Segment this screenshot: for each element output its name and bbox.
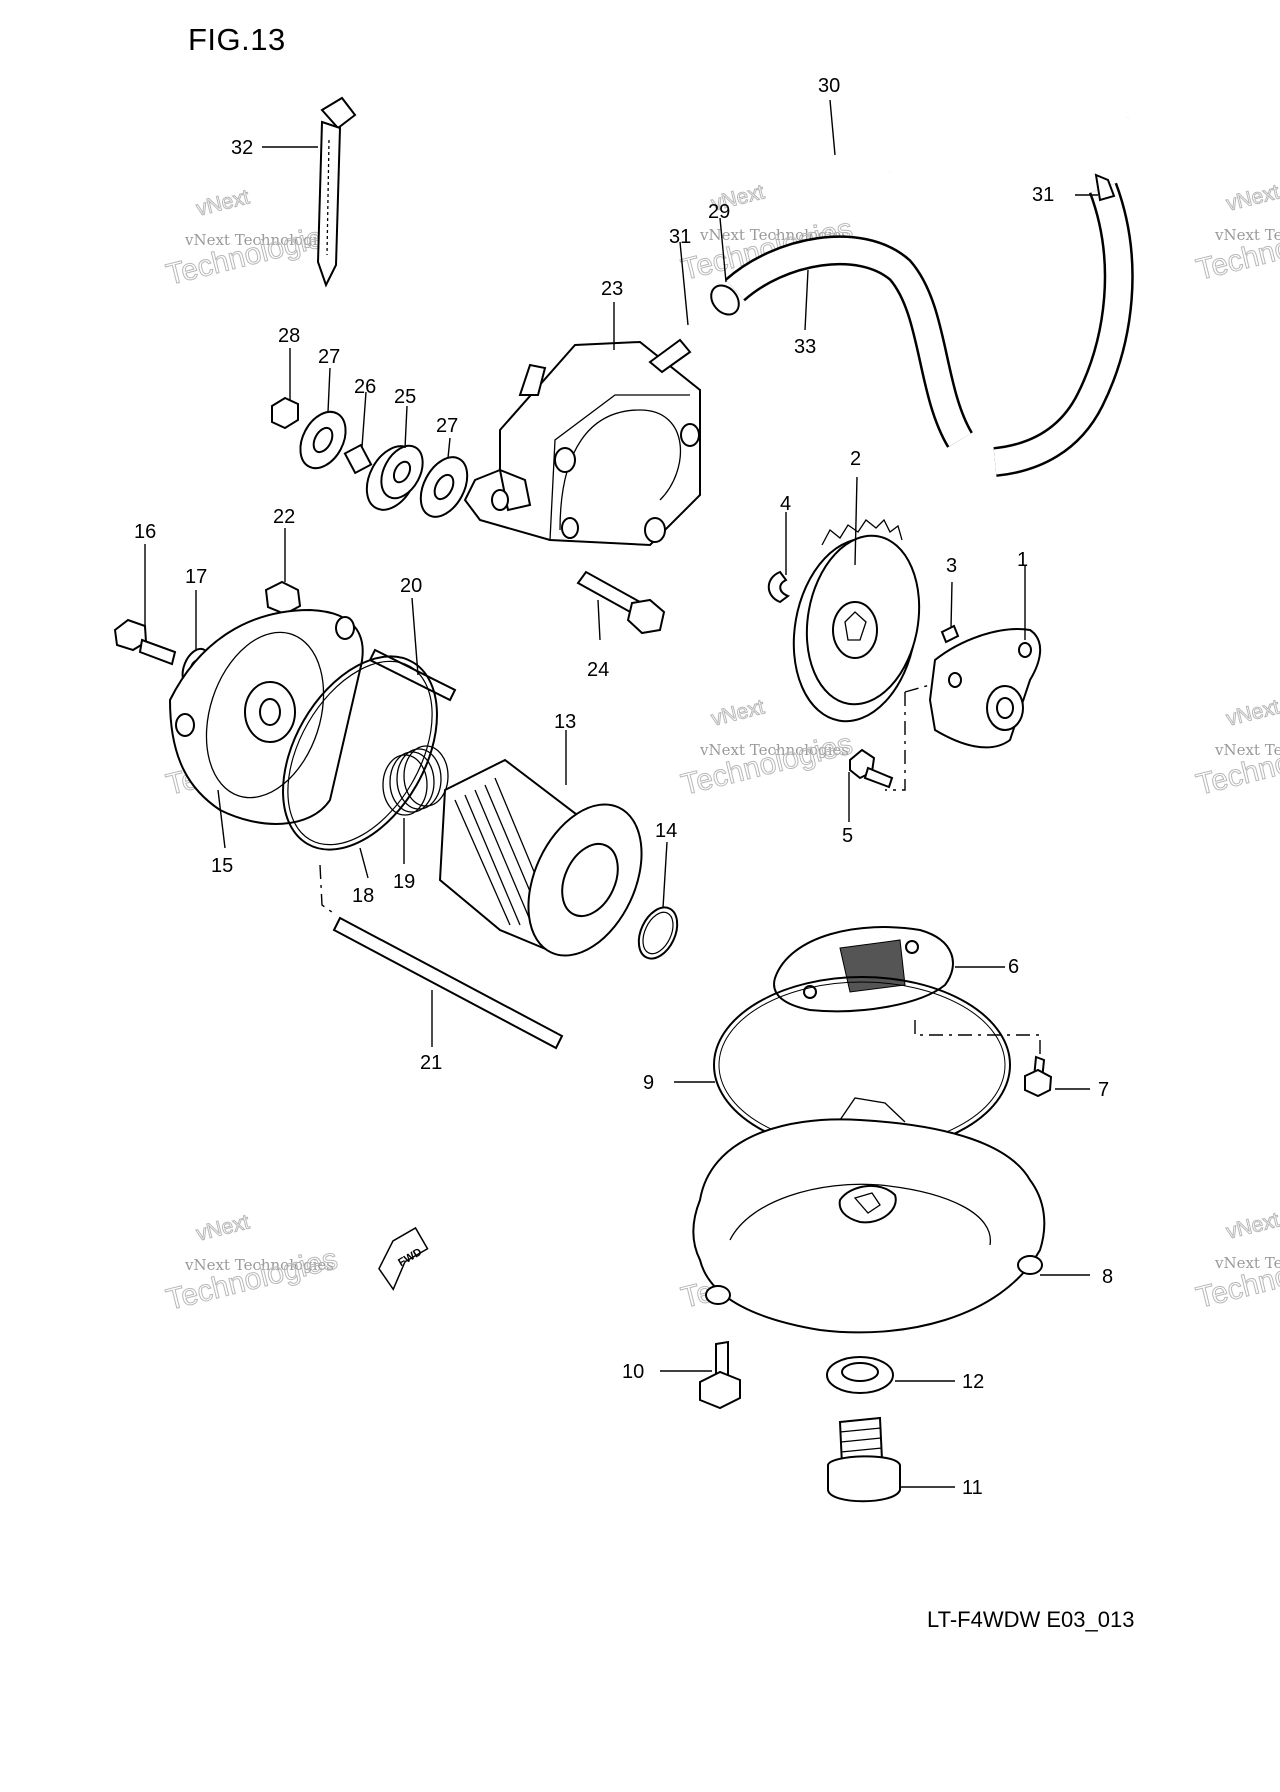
part-25-damper	[365, 444, 424, 511]
watermark-top-right: vNext vNext Technologies Technologies	[1192, 180, 1280, 287]
watermark-top-left: vNext vNext Technologies Technologies	[162, 185, 341, 292]
callout-13: 13	[554, 711, 576, 733]
callout-27b: 27	[436, 415, 458, 437]
part-19-spring	[382, 745, 449, 816]
hose-33	[710, 235, 974, 448]
part-8-strainer-cap	[692, 1097, 1046, 1334]
part-18-o-ring	[282, 655, 438, 851]
watermark-mid-right: vNext vNext Technologies Technologies	[1192, 695, 1280, 802]
part-32-cable-tie	[316, 96, 357, 288]
drawing-code: LT-F4WDW E03_013	[927, 1607, 1135, 1632]
part-24-bolt	[576, 570, 666, 635]
hose-30	[522, 108, 1134, 355]
part-4-circlip	[767, 570, 791, 604]
part-3-pin	[940, 624, 960, 644]
part-12-gasket	[826, 1356, 894, 1394]
watermark-text: Technologies	[163, 217, 341, 291]
part-27-washer-a	[299, 410, 347, 470]
callout-6: 6	[1008, 956, 1019, 978]
watermark-text: Technologies	[1193, 1240, 1280, 1314]
watermark-text: Technologies	[678, 727, 856, 801]
watermark-text: vNext	[194, 1210, 252, 1245]
watermark-text: vNext	[1224, 180, 1280, 215]
watermark-text: vNext Technologies	[1214, 226, 1280, 244]
part-13-oil-filter	[438, 758, 643, 957]
part-23-fuel-pump	[463, 338, 701, 547]
alignment-lines	[319, 684, 1041, 1055]
callout-8: 8	[1102, 1266, 1113, 1288]
watermark-text: vNext	[194, 185, 252, 220]
callout-10: 10	[622, 1361, 644, 1383]
part-11-drain-plug	[827, 1416, 901, 1503]
part-21-stud	[332, 916, 564, 1050]
callout-4: 4	[780, 493, 791, 515]
callout-numbers: 1 2 3 4 5 6 7 8 9 10 11 12 13 14 15 16 1…	[134, 75, 1113, 1499]
callout-15: 15	[211, 855, 233, 877]
callout-11: 11	[962, 1477, 983, 1499]
callout-24: 24	[587, 659, 609, 681]
watermark-text: vNext Technologies	[699, 741, 849, 759]
callout-1: 1	[1017, 549, 1028, 571]
callout-20: 20	[400, 575, 422, 597]
callout-5: 5	[842, 825, 853, 847]
watermark-text: Technologies	[1193, 212, 1280, 286]
watermark-bottom-right: vNext vNext Technologies Technologies	[1192, 1208, 1280, 1315]
part-7-bolt	[1024, 1055, 1053, 1098]
callout-19: 19	[393, 871, 415, 893]
callout-26: 26	[354, 376, 376, 398]
hose-31-right	[993, 173, 1134, 477]
part-10-bolt	[699, 1340, 741, 1410]
part-2-pump-gear	[792, 518, 921, 723]
part-5-screw	[849, 748, 894, 789]
part-28-nut	[271, 396, 299, 430]
watermark-text: vNext Technologies	[1214, 1254, 1280, 1272]
watermark-bottom-left: vNext vNext Technologies Technologies	[162, 1210, 341, 1317]
callout-7: 7	[1098, 1079, 1109, 1101]
callout-25: 25	[394, 386, 416, 408]
figure-title: FIG.13	[188, 22, 286, 57]
callout-29: 29	[708, 201, 730, 223]
part-16-bolt	[113, 618, 177, 666]
watermark-text: Technologies	[1193, 727, 1280, 801]
part-14-o-ring	[637, 906, 679, 960]
watermark-text: vNext Technologies	[1214, 741, 1280, 759]
part-6-strainer	[773, 926, 954, 1013]
callout-27a: 27	[318, 346, 340, 368]
callout-23: 23	[601, 278, 623, 300]
callout-30: 30	[818, 75, 840, 97]
watermark-text: vNext Technologies	[184, 231, 334, 249]
part-1-pump-body	[928, 628, 1042, 749]
part-22-nut	[264, 580, 302, 616]
callout-17: 17	[185, 566, 207, 588]
callout-32: 32	[231, 137, 253, 159]
callout-14: 14	[655, 820, 677, 842]
callout-22: 22	[273, 506, 295, 528]
callout-21: 21	[420, 1052, 442, 1074]
fwd-arrow-icon: FWD	[378, 1226, 429, 1291]
leader-lines	[144, 99, 1098, 1488]
callout-9: 9	[643, 1072, 654, 1094]
part-27-washer-b	[419, 456, 469, 518]
callout-2: 2	[850, 448, 861, 470]
watermark-text: vNext	[709, 695, 767, 730]
callout-16: 16	[134, 521, 156, 543]
watermark-text: Technologies	[163, 1242, 341, 1316]
part-26-collar	[343, 443, 373, 475]
callout-28: 28	[278, 325, 300, 347]
callout-3: 3	[946, 555, 957, 577]
callout-18: 18	[352, 885, 374, 907]
callout-31b: 31	[1032, 184, 1054, 206]
callout-31a: 31	[669, 226, 691, 248]
callout-12: 12	[962, 1371, 984, 1393]
watermark-text: vNext	[1224, 1208, 1280, 1243]
callout-33: 33	[794, 336, 816, 358]
watermark-text: vNext Technologies	[184, 1256, 334, 1274]
watermark-text: vNext	[1224, 695, 1280, 730]
part-15-filter-cap	[168, 608, 364, 825]
